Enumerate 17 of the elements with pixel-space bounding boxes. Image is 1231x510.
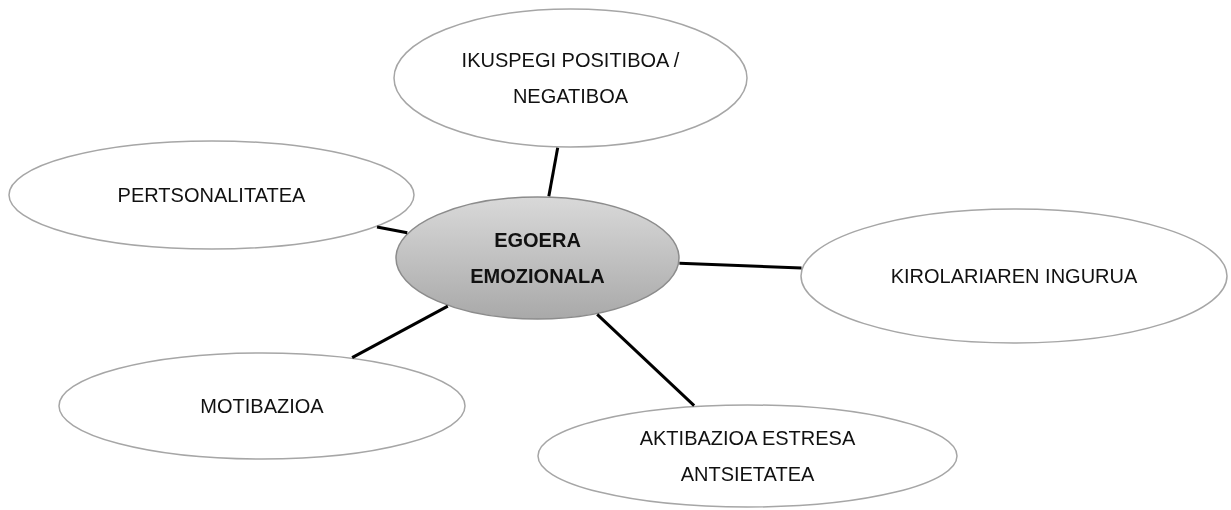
node-label: EGOERA EMOZIONALA xyxy=(469,228,606,289)
node-label: IKUSPEGI POSITIBOA / NEGATIBOA xyxy=(460,48,681,109)
connector-line xyxy=(351,304,449,359)
node-label: AKTIBAZIOA ESTRESA ANTSIETATEA xyxy=(638,426,857,487)
ellipse-node xyxy=(537,404,958,508)
connector-line xyxy=(679,261,802,270)
node-label: KIROLARIAREN INGURUA xyxy=(889,264,1139,289)
ellipse-node xyxy=(58,352,466,460)
connector-line xyxy=(376,225,408,235)
connector-line xyxy=(596,313,696,407)
ellipse-node xyxy=(393,8,748,148)
ellipse-node xyxy=(800,208,1228,344)
ellipse-node xyxy=(8,140,415,250)
node-label: PERTSONALITATEA xyxy=(116,183,307,208)
ellipse-node xyxy=(395,196,680,320)
connector-line xyxy=(547,147,560,197)
node-label: MOTIBAZIOA xyxy=(199,394,325,419)
